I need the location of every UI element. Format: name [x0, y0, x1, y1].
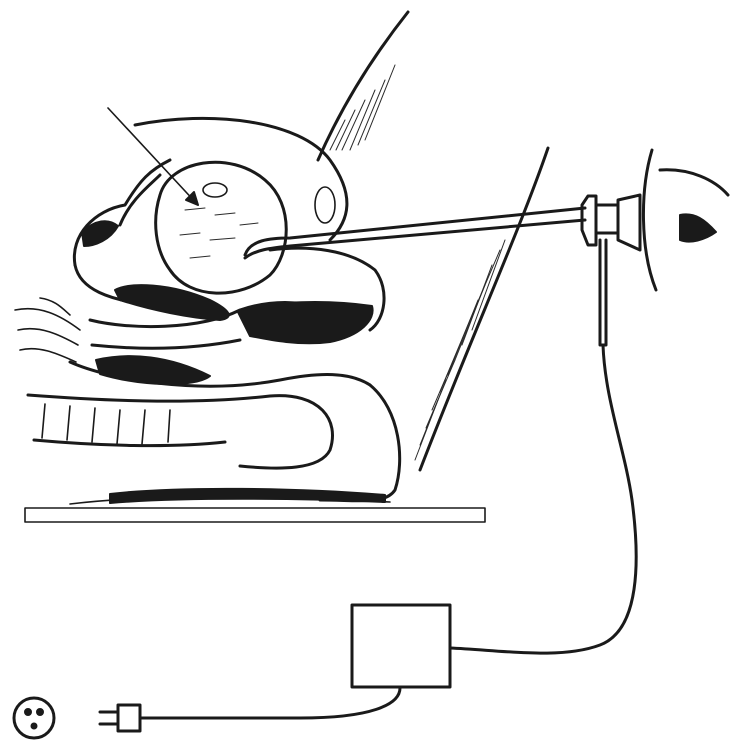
light-cable: [450, 345, 636, 653]
examination-table: [25, 508, 485, 522]
tissue-regions: [82, 221, 385, 503]
light-source-box: [352, 605, 450, 687]
bladder-cavity: [156, 162, 335, 293]
observer-eye: [643, 150, 728, 290]
wall-socket: [14, 698, 54, 738]
eyepiece: [582, 195, 640, 345]
power-cable: [140, 688, 400, 718]
endoscope-shaft: [245, 208, 585, 258]
power-plug: [100, 705, 140, 731]
